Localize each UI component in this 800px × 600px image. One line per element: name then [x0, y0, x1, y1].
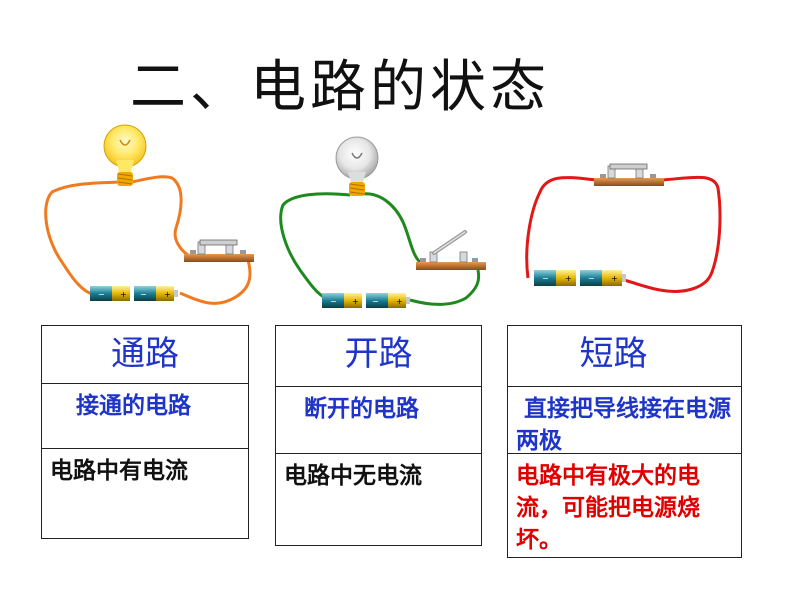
closed-circuit-wire	[131, 175, 191, 258]
closed-switch-icon	[184, 239, 254, 262]
open-circuit: − + − +	[279, 136, 486, 308]
card-result: 电路中有电流	[42, 448, 248, 540]
card-definition: 直接把导线接在电源两极	[508, 386, 741, 454]
open-switch-icon	[416, 230, 486, 270]
card-header: 开路	[344, 334, 413, 374]
svg-text:+: +	[565, 274, 572, 283]
open-circuit-wire	[409, 269, 481, 306]
unlit-bulb-icon	[335, 136, 379, 196]
open-circuit-wire	[279, 192, 351, 300]
short-circuit: − + − +	[525, 163, 722, 293]
short-circuit-wire	[623, 175, 722, 293]
svg-text:+: +	[164, 290, 171, 299]
closed-circuit: − + − +	[44, 124, 254, 305]
short-circuit-wire	[525, 176, 599, 279]
card-header: 通路	[111, 334, 179, 374]
svg-text:+: +	[396, 297, 403, 306]
short-circuit-card: 短路 直接把导线接在电源两极 电路中有极大的电流，可能把电源烧坏。	[507, 325, 742, 558]
closed-switch-icon	[594, 163, 664, 186]
closed-circuit-card: 通路 接通的电路 电路中有电流	[41, 325, 249, 539]
circuits-illustration: − + − +	[44, 124, 722, 308]
card-result: 电路中有极大的电流，可能把电源烧坏。	[508, 453, 741, 559]
open-circuit-card: 开路 断开的电路 电路中无电流	[275, 325, 482, 546]
svg-text:+: +	[352, 297, 359, 306]
page-title: 二、电路的状态	[130, 55, 550, 120]
svg-text:+: +	[120, 290, 127, 299]
lit-bulb-icon	[103, 124, 147, 186]
svg-text:−: −	[542, 274, 549, 283]
card-result: 电路中无电流	[276, 453, 481, 547]
closed-circuit-wire	[44, 180, 123, 297]
battery-icon: − + − +	[534, 270, 626, 286]
battery-icon: − + − +	[90, 286, 178, 301]
card-definition: 接通的电路	[42, 383, 248, 448]
svg-text:−: −	[330, 297, 337, 306]
closed-circuit-wire	[179, 259, 252, 305]
svg-text:−: −	[372, 297, 379, 306]
card-header: 短路	[579, 334, 648, 374]
svg-text:−: −	[588, 274, 595, 283]
open-circuit-wire	[361, 192, 422, 264]
battery-icon: − + − +	[322, 293, 410, 308]
card-definition: 断开的电路	[276, 386, 481, 453]
svg-text:−: −	[98, 290, 105, 299]
svg-text:+: +	[611, 274, 618, 283]
svg-text:−: −	[140, 290, 147, 299]
